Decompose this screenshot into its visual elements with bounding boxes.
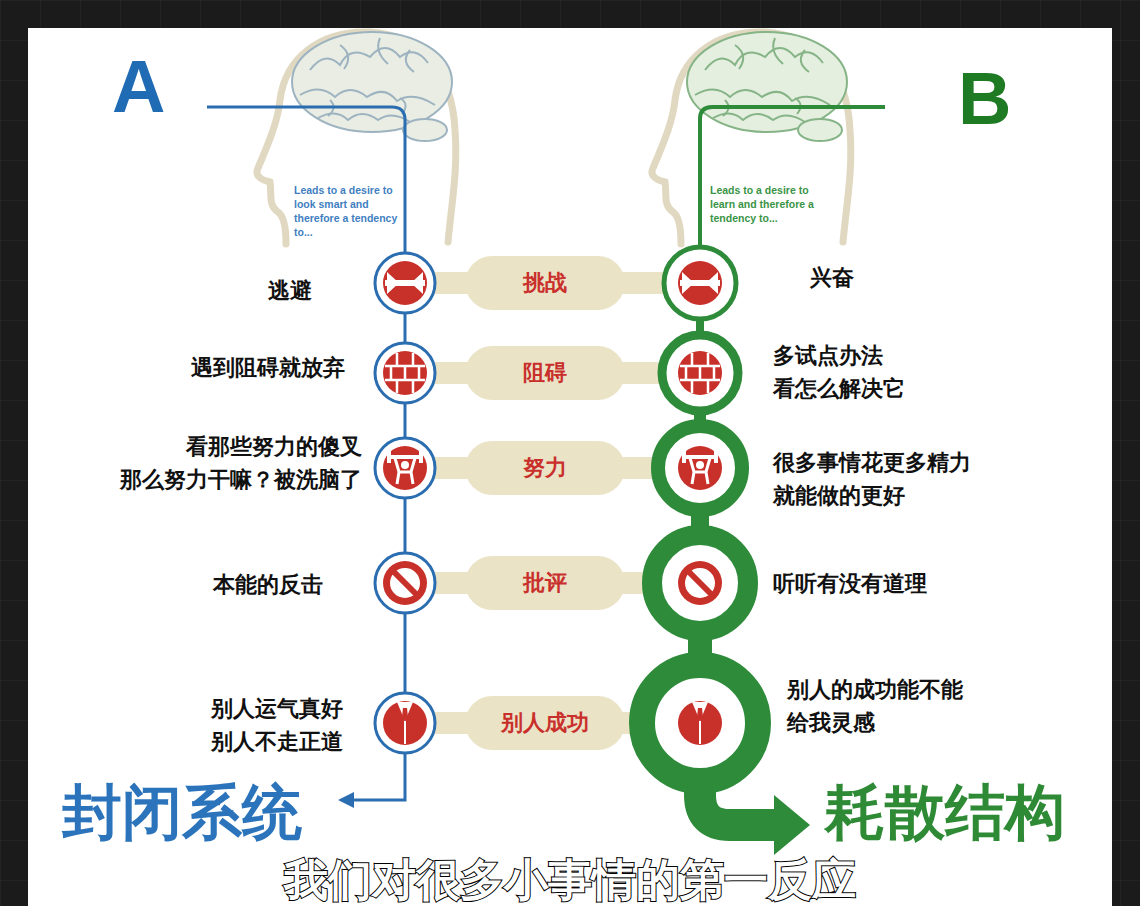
effort-icon <box>678 446 722 490</box>
response-text: 多试点办法 看怎么解决它 <box>773 339 973 405</box>
brain <box>687 32 847 132</box>
marker-ring <box>375 438 435 498</box>
reaction-pill: 批评 <box>465 556 625 610</box>
brain <box>292 32 452 132</box>
response-text: 兴奋 <box>810 261 1010 294</box>
head-outline <box>652 32 851 244</box>
obstacle-icon <box>383 351 427 395</box>
pill-label: 批评 <box>523 569 567 598</box>
marker-ring <box>375 553 435 613</box>
response-text: 看那些努力的傻叉 那么努力干嘛？被洗脑了 <box>62 430 362 496</box>
marker-ring <box>642 665 758 781</box>
marker-ring <box>652 535 748 631</box>
pill-label: 挑战 <box>523 269 567 298</box>
system-name: 封闭系统 <box>62 779 302 845</box>
arrowhead <box>774 795 810 855</box>
criticism-icon <box>383 561 427 605</box>
response-text: 本能的反击 <box>123 568 323 601</box>
pill-label: 别人成功 <box>501 709 589 738</box>
pill-bars <box>405 272 700 734</box>
pill-label: 努力 <box>523 454 567 483</box>
head-left <box>257 32 456 244</box>
panel <box>28 28 1112 906</box>
subtitle: 我们对很多小事情的第一反应 <box>284 858 856 902</box>
arrowhead <box>338 792 354 808</box>
response-text: 遇到阻碍就放弃 <box>95 351 345 384</box>
response-text: 逃避 <box>112 274 312 307</box>
open-markers <box>642 247 758 781</box>
challenge-icon <box>383 261 427 305</box>
challenge-icon <box>678 261 722 305</box>
marker-ring <box>375 253 435 313</box>
head-right <box>652 32 851 244</box>
response-text: 很多事情花更多精力 就能做的更好 <box>773 446 988 512</box>
system-letter: A <box>112 50 165 124</box>
head-caption: Leads to a desire to learn and therefore… <box>710 183 814 225</box>
marker-ring <box>375 343 435 403</box>
reaction-pill: 努力 <box>465 441 625 495</box>
system-name: 耗散结构 <box>825 779 1065 845</box>
reaction-pill: 挑战 <box>465 256 625 310</box>
obstacle-icon <box>678 351 722 395</box>
marker-ring <box>662 335 738 411</box>
pill-label: 阻碍 <box>523 359 567 388</box>
brain-folds <box>695 38 830 122</box>
response-text: 听听有没有道理 <box>773 567 973 600</box>
success-icon <box>383 701 427 745</box>
criticism-icon <box>678 561 722 605</box>
reaction-pill: 别人成功 <box>465 696 625 750</box>
brain-folds <box>300 38 435 122</box>
closed-markers <box>375 253 435 753</box>
marker-ring <box>664 247 736 319</box>
head-outline <box>257 32 456 244</box>
success-icon <box>678 701 722 745</box>
reaction-pill: 阻碍 <box>465 346 625 400</box>
head-caption: Leads to a desire to look smart and ther… <box>294 183 398 239</box>
response-text: 别人运气真好 别人不走正道 <box>183 692 343 758</box>
marker-ring <box>375 693 435 753</box>
effort-icon <box>383 446 427 490</box>
system-letter: B <box>958 62 1011 136</box>
response-text: 别人的成功能不能 给我灵感 <box>787 673 987 739</box>
marker-ring <box>658 426 742 510</box>
